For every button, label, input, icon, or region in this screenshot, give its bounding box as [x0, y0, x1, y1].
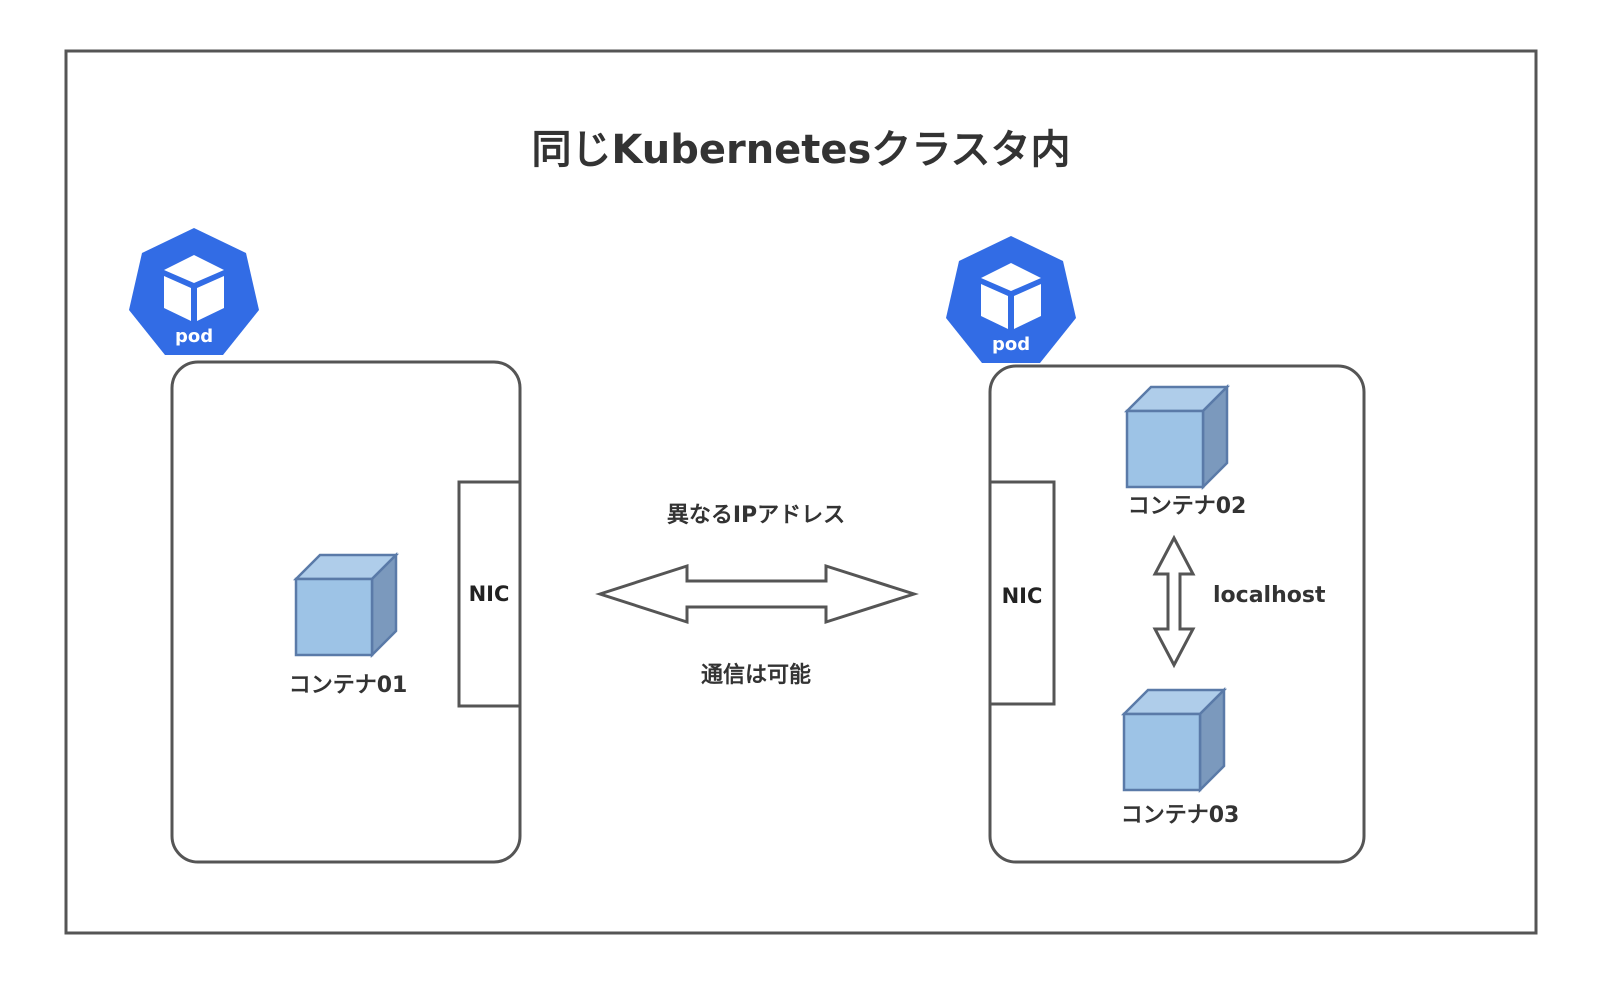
pod-badge-label: pod	[992, 334, 1030, 355]
localhost-label: localhost	[1213, 583, 1326, 608]
container-01: コンテナ01	[289, 551, 408, 698]
container-cube-icon	[292, 551, 400, 659]
inter-pod-label-top: 異なるIPアドレス	[667, 503, 845, 528]
container-03: コンテナ03	[1120, 686, 1240, 828]
kubernetes-pod-icon	[946, 236, 1076, 363]
pod-right: NIC コンテナ02 localhost コンテナ03	[946, 236, 1366, 864]
container-cube-icon	[1120, 686, 1228, 794]
inter-pod-link: 異なるIPアドレス 通信は可能	[595, 503, 919, 688]
pod-right-nic: NIC	[988, 480, 1056, 706]
kubernetes-pod-icon	[129, 228, 259, 355]
vertical-bidirectional-arrow-icon	[1152, 534, 1196, 669]
pod-badge-left: pod	[129, 228, 259, 355]
container-label: コンテナ01	[289, 673, 408, 698]
nic-label: NIC	[1002, 584, 1043, 608]
pod-cube-icon	[981, 263, 1041, 329]
container-cube-icon	[1123, 383, 1231, 491]
pod-left-nic: NIC	[457, 480, 522, 708]
nic-box	[457, 480, 522, 708]
pod-badge-right: pod	[946, 236, 1076, 363]
nic-box	[988, 480, 1056, 706]
container-label: コンテナ03	[1121, 803, 1240, 828]
pod-cube-icon	[164, 255, 224, 321]
nic-label: NIC	[469, 582, 510, 606]
diagram-title: 同じKubernetesクラスタ内	[531, 127, 1070, 173]
pod-left: NIC コンテナ01 pod	[129, 228, 522, 864]
bidirectional-arrow-icon	[595, 563, 919, 625]
pod-badge-label: pod	[175, 326, 213, 347]
container-label: コンテナ02	[1128, 494, 1247, 519]
container-02: コンテナ02	[1123, 383, 1247, 519]
inter-pod-label-bottom: 通信は可能	[701, 662, 811, 688]
localhost-link: localhost	[1152, 534, 1326, 669]
